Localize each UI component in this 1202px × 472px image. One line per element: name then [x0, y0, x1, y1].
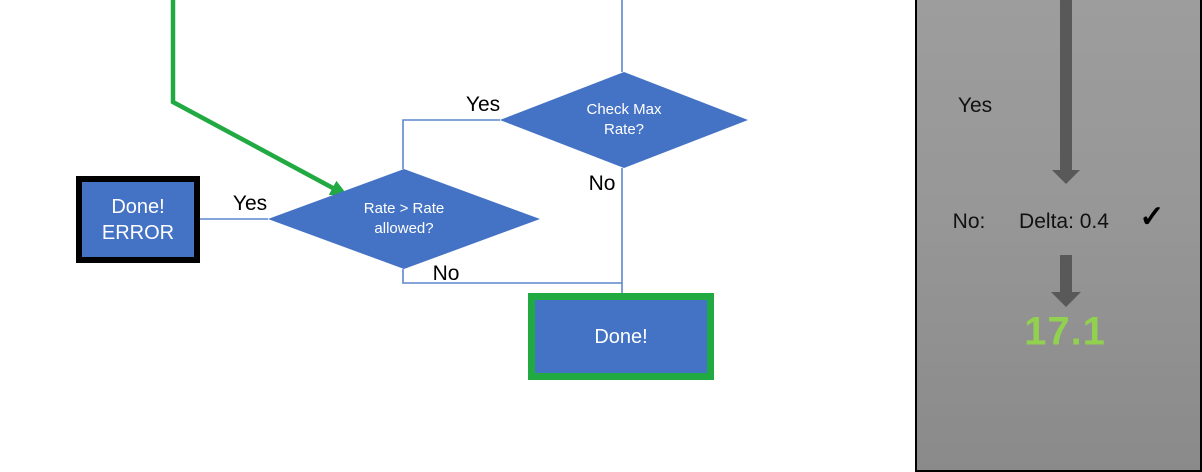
- connector-rate-no-to-done: [402, 269, 622, 284]
- decision-check-max-rate-text: Check Max Rate?: [586, 101, 662, 138]
- green-path-arrow: [170, 0, 349, 197]
- decision-rate-allowed-text: Rate > Rate allowed?: [363, 200, 445, 237]
- label-rate-allowed-yes: Yes: [232, 192, 268, 215]
- connector-check-max-yes: [402, 119, 500, 169]
- decision-rate-allowed: [268, 169, 540, 269]
- box-done: Done!: [528, 293, 714, 380]
- label-rate-allowed-no: No: [432, 262, 460, 285]
- box-done-error: Done! ERROR: [76, 176, 200, 263]
- down-arrow2-icon-head: [1051, 292, 1081, 307]
- down-arrow2-icon: [1060, 255, 1072, 292]
- side-panel: Yes No: Delta: 0.4 ✓ 17.1: [915, 0, 1202, 472]
- checkmark-icon: ✓: [1139, 200, 1165, 234]
- label-check-max-yes: Yes: [465, 93, 501, 116]
- panel-yes-label: Yes: [957, 94, 993, 117]
- down-arrow-icon: [1060, 0, 1072, 170]
- result-value: 17.1: [1024, 309, 1106, 354]
- label-check-max-no: No: [588, 172, 616, 195]
- panel-no-label: No:: [952, 210, 986, 233]
- down-arrow-icon-head: [1052, 170, 1080, 184]
- decision-check-max-rate: [500, 72, 748, 168]
- panel-delta-value: Delta: 0.4: [1019, 210, 1109, 233]
